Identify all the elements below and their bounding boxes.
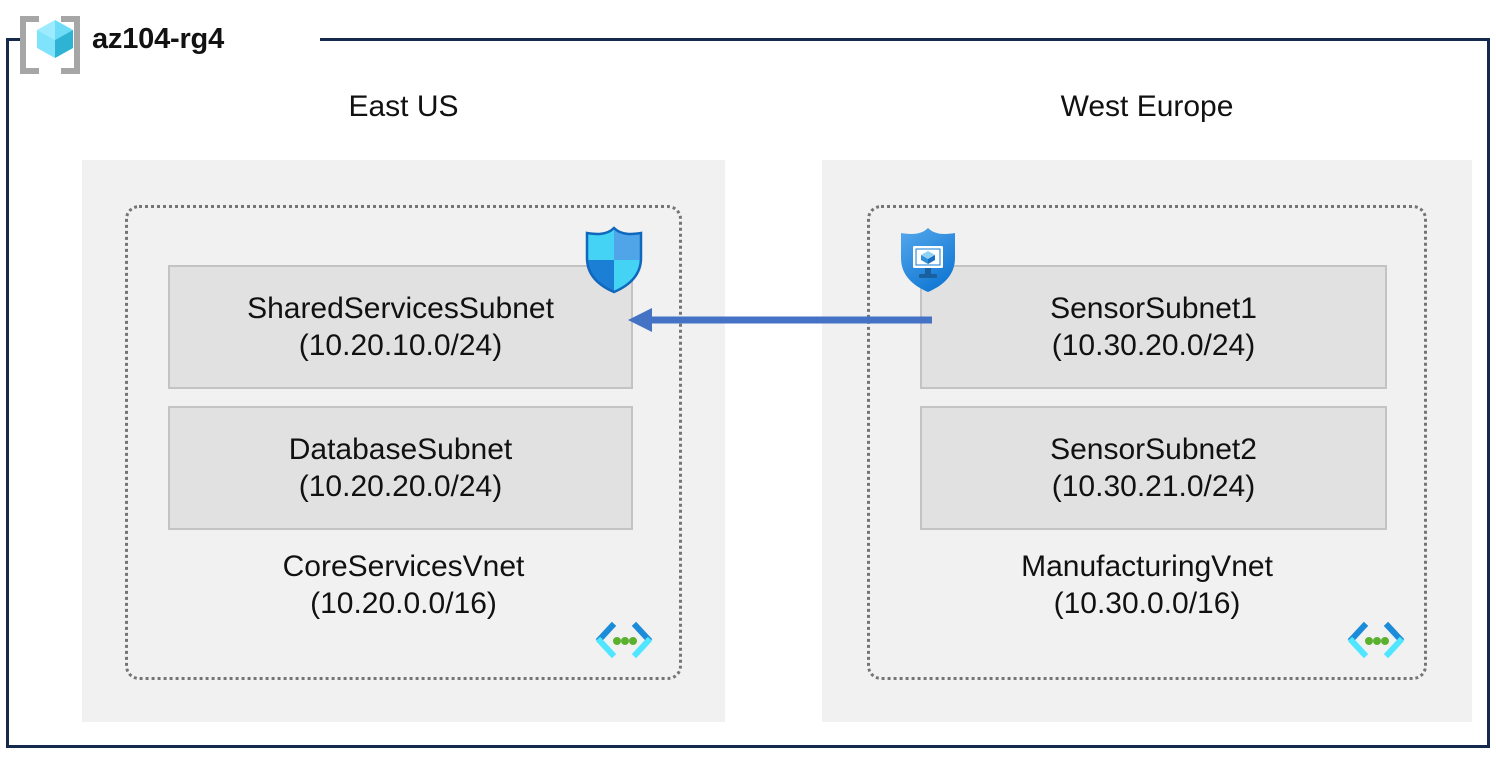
subnet-cidr-database: (10.20.20.0/24): [298, 470, 503, 503]
subnet-sensor-2[interactable]: SensorSubnet2 (10.30.21.0/24): [920, 406, 1387, 530]
subnet-cidr-sensor-2: (10.30.21.0/24): [1051, 470, 1256, 503]
vnet-cidr-manufacturing: (10.30.0.0/16): [1053, 587, 1241, 620]
subnet-name-sensor-1: SensorSubnet1: [1050, 292, 1257, 325]
cube-glyph: [37, 20, 73, 58]
subnet-sensor-1[interactable]: SensorSubnet1 (10.30.20.0/24): [920, 265, 1387, 389]
resource-group-cube-icon: [14, 10, 86, 74]
subnet-database[interactable]: DatabaseSubnet (10.20.20.0/24): [168, 406, 633, 530]
vnet-cidr-core-services: (10.20.0.0/16): [310, 587, 497, 620]
resource-group-frame-top-right-segment: [320, 38, 1490, 41]
resource-group-frame: [6, 38, 1490, 748]
virtual-network-icon: [595, 621, 653, 659]
region-east-us: East US: [82, 90, 725, 124]
resource-group-name: az104-rg4: [92, 22, 224, 55]
subnet-name-shared-services: SharedServicesSubnet: [247, 292, 554, 325]
region-west-europe: West Europe: [822, 90, 1472, 124]
resource-group-frame-top-left-segment: [6, 38, 24, 41]
peering-arrow: [628, 308, 932, 332]
network-security-group-shield-icon: [585, 226, 643, 294]
subnet-cidr-sensor-1: (10.30.20.0/24): [1051, 329, 1256, 362]
vnet-name-manufacturing: ManufacturingVnet: [1021, 550, 1273, 583]
vnet-core-services[interactable]: CoreServicesVnet (10.20.0.0/16) SharedSe…: [125, 205, 682, 680]
region-title-east-us: East US: [348, 90, 459, 123]
vnet-name-core-services: CoreServicesVnet: [282, 550, 525, 583]
subnet-name-sensor-2: SensorSubnet2: [1050, 433, 1257, 466]
subnet-name-database: DatabaseSubnet: [288, 433, 513, 466]
bracket-right-decoration: [61, 16, 80, 74]
bracket-left-decoration: [20, 16, 39, 74]
region-title-west-europe: West Europe: [1060, 90, 1234, 123]
vnet-manufacturing[interactable]: ManufacturingVnet (10.30.0.0/16) SensorS…: [867, 205, 1427, 680]
application-security-group-shield-icon: [901, 228, 955, 292]
resource-group-header: az104-rg4: [14, 8, 224, 74]
virtual-network-icon: [1347, 621, 1405, 659]
subnet-cidr-shared-services: (10.20.10.0/24): [298, 329, 503, 362]
subnet-shared-services[interactable]: SharedServicesSubnet (10.20.10.0/24): [168, 265, 633, 389]
